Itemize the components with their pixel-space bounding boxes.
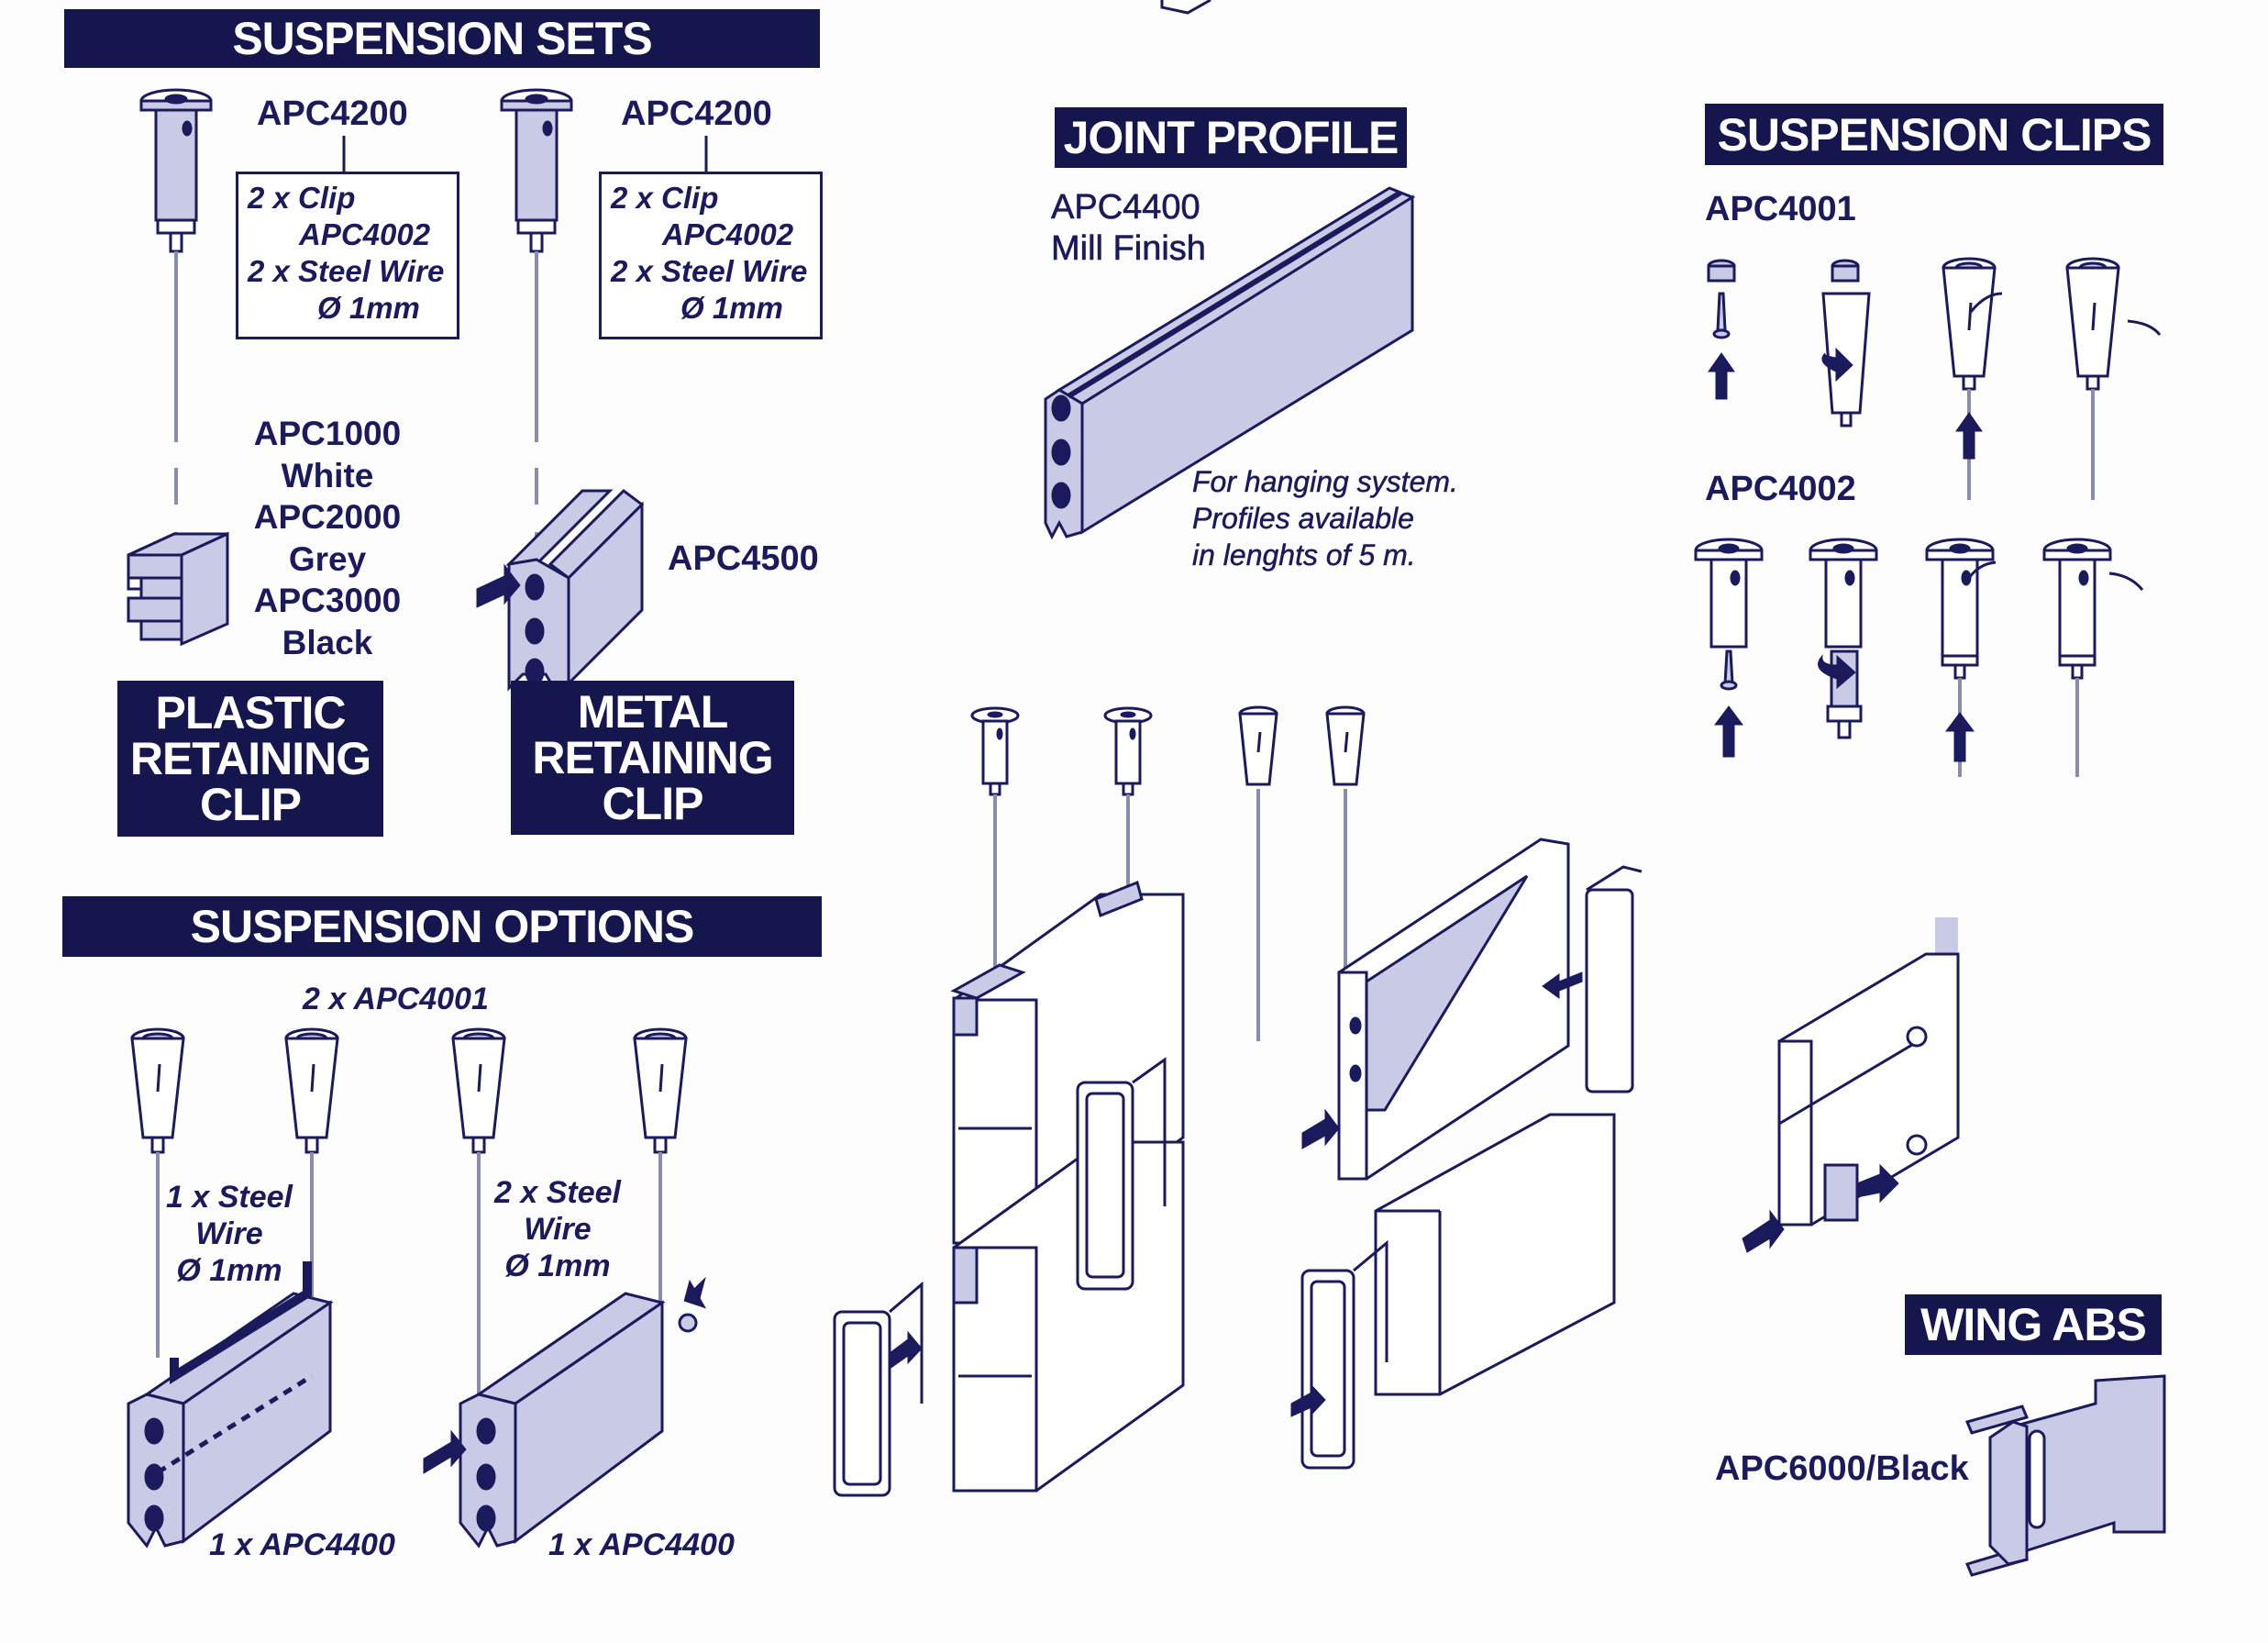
kit-2-code: APC4200 bbox=[621, 94, 772, 133]
plastic-clip-variants: APC1000 White APC2000 Grey APC3000 Black bbox=[240, 413, 415, 663]
cone-clip bbox=[451, 1027, 506, 1422]
cone-clip bbox=[633, 1027, 688, 1312]
joint-profile-code: APC4400 bbox=[1051, 188, 1200, 228]
step-4 bbox=[2065, 257, 2162, 500]
apc4001-label: APC4001 bbox=[1705, 190, 1856, 228]
wing-abs-illustration bbox=[1964, 1374, 2166, 1577]
cone-clip bbox=[1238, 705, 1278, 1041]
option-1-wire-label: 1 x Steel Wire Ø 1mm bbox=[138, 1179, 321, 1289]
metal-badge-line-2: RETAINING bbox=[532, 732, 773, 783]
step-1 bbox=[1707, 259, 1736, 400]
middle-panel bbox=[1301, 838, 1570, 1181]
step-3 bbox=[1925, 538, 1997, 777]
note-line-1: For hanging system. bbox=[1192, 465, 1458, 499]
variant-color-white: White bbox=[281, 456, 374, 494]
note-line-3: in lenghts of 5 m. bbox=[1192, 538, 1416, 572]
flanged-clip bbox=[970, 706, 1020, 1000]
plastic-retaining-clip-badge: PLASTIC RETAINING CLIP bbox=[117, 681, 383, 837]
option-2-wire-line-3: Ø 1mm bbox=[504, 1249, 611, 1283]
apc4002-steps-illustration bbox=[1694, 538, 2144, 777]
plastic-retaining-clip-illustration bbox=[127, 468, 229, 647]
cone-clip bbox=[130, 1027, 185, 1358]
metal-retaining-clip-illustration bbox=[476, 468, 645, 695]
metal-badge-line-3: CLIP bbox=[602, 778, 704, 829]
joint-profile-note: For hanging system. Profiles available i… bbox=[1192, 463, 1458, 573]
joint-profile-option-2 bbox=[423, 1276, 707, 1549]
step-3 bbox=[1942, 257, 2003, 500]
kit-2-line-1: 2 x Clip bbox=[611, 181, 719, 215]
kit-2-line-2: APC4002 bbox=[662, 217, 794, 251]
plastic-badge-line-1: PLASTIC bbox=[155, 687, 347, 738]
variant-code-grey: APC2000 bbox=[253, 498, 402, 536]
panel-assembly-illustration bbox=[833, 705, 1960, 1497]
apc4001-steps-illustration bbox=[1707, 257, 2162, 500]
end-cap bbox=[1542, 865, 1643, 1093]
kit-1-contents-box: 2 x Clip APC4002 2 x Steel Wire Ø 1mm bbox=[236, 172, 459, 339]
apc4002-clip-illustration bbox=[139, 88, 213, 442]
kit-1-line-1: 2 x Clip bbox=[248, 181, 356, 215]
option-1-wire-line-2: Wire bbox=[195, 1216, 263, 1251]
variant-color-grey: Grey bbox=[288, 539, 367, 578]
plastic-badge-line-3: CLIP bbox=[200, 779, 302, 830]
clips-label: 2 x APC4001 bbox=[303, 982, 489, 1016]
suspension-options-header: SUSPENSION OPTIONS bbox=[62, 896, 822, 957]
wing-abs-title: WING ABS bbox=[1920, 1299, 2147, 1350]
kit-2-line-4: Ø 1mm bbox=[680, 291, 783, 325]
cone-clip bbox=[284, 1027, 339, 1321]
joint-profile-title: JOINT PROFILE bbox=[1063, 112, 1400, 163]
flanged-clip bbox=[1103, 706, 1153, 954]
end-cap bbox=[833, 1281, 924, 1497]
variant-color-black: Black bbox=[282, 623, 373, 661]
suspension-clips-title: SUSPENSION CLIPS bbox=[1717, 108, 2152, 161]
end-cap bbox=[1290, 1239, 1388, 1470]
suspension-options-title: SUSPENSION OPTIONS bbox=[190, 901, 695, 952]
apc4002-label: APC4002 bbox=[1705, 470, 1856, 508]
option-2-wire-line-2: Wire bbox=[524, 1212, 592, 1247]
suspension-clips-header: SUSPENSION CLIPS bbox=[1705, 104, 2163, 165]
stacked-panels bbox=[950, 880, 1185, 1493]
wall-mounted-panel bbox=[1742, 917, 1960, 1253]
kit-1-line-4: Ø 1mm bbox=[317, 291, 420, 325]
option-2-profile-label: 1 x APC4400 bbox=[548, 1527, 735, 1562]
option-2-wire-label: 2 x Steel Wire Ø 1mm bbox=[466, 1174, 649, 1284]
kit-2-contents-box: 2 x Clip APC4002 2 x Steel Wire Ø 1mm bbox=[599, 172, 823, 339]
kit-2-leader-line bbox=[704, 136, 708, 172]
wing-abs-header: WING ABS bbox=[1905, 1294, 2162, 1355]
wing-abs-code: APC6000/Black bbox=[1715, 1449, 1969, 1488]
step-4 bbox=[2042, 538, 2144, 777]
step-2 bbox=[1809, 538, 1878, 739]
step-2 bbox=[1821, 259, 1871, 427]
metal-badge-line-1: METAL bbox=[577, 686, 728, 738]
plastic-badge-line-2: RETAINING bbox=[129, 733, 371, 784]
suspension-sets-title: SUSPENSION SETS bbox=[232, 13, 652, 64]
suspension-options-illustration bbox=[127, 1027, 707, 1549]
suspension-sets-header: SUSPENSION SETS bbox=[64, 9, 820, 68]
apc4002-clip-illustration bbox=[500, 88, 573, 442]
kit-1-code: APC4200 bbox=[257, 94, 408, 133]
lower-panel bbox=[1374, 1113, 1616, 1396]
kit-1-line-2: APC4002 bbox=[299, 217, 431, 251]
step-1 bbox=[1694, 538, 1764, 758]
option-1-wire-line-3: Ø 1mm bbox=[176, 1253, 282, 1288]
kit-1-line-3: 2 x Steel Wire bbox=[248, 254, 445, 288]
option-1-wire-line-1: 1 x Steel bbox=[166, 1180, 293, 1215]
variant-code-white: APC1000 bbox=[253, 415, 402, 452]
option-2-wire-line-1: 2 x Steel bbox=[494, 1175, 621, 1210]
metal-clip-code: APC4500 bbox=[668, 539, 819, 578]
variant-code-black: APC3000 bbox=[253, 582, 402, 619]
metal-retaining-clip-badge: METAL RETAINING CLIP bbox=[511, 681, 794, 835]
end-cap bbox=[1076, 1057, 1167, 1291]
kit-1-leader-line bbox=[342, 136, 346, 172]
top-cropped-part bbox=[1160, 0, 1211, 15]
joint-profile-option-1 bbox=[127, 1261, 334, 1549]
option-1-profile-label: 1 x APC4400 bbox=[209, 1527, 395, 1562]
joint-profile-header: JOINT PROFILE bbox=[1055, 107, 1407, 168]
kit-2-line-3: 2 x Steel Wire bbox=[611, 254, 808, 288]
joint-profile-illustration bbox=[1044, 186, 1416, 540]
note-line-2: Profiles available bbox=[1192, 502, 1414, 536]
cone-clip bbox=[1325, 705, 1366, 1009]
joint-profile-finish: Mill Finish bbox=[1051, 229, 1207, 269]
